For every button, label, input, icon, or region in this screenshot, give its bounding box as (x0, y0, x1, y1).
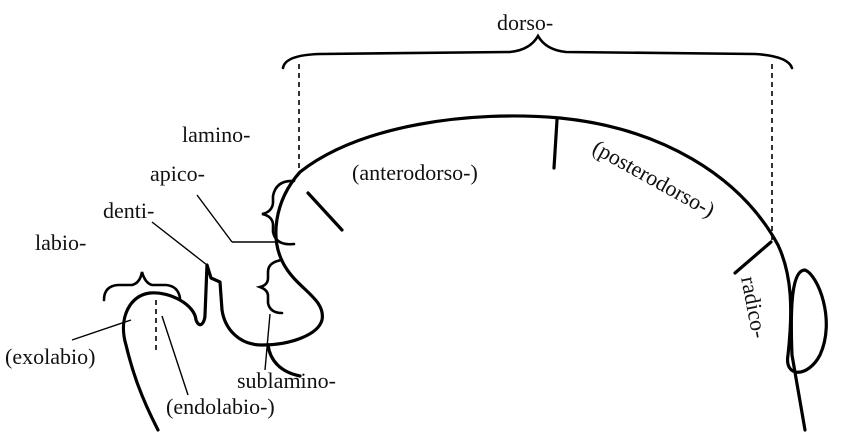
dorso-brace (283, 36, 792, 68)
label-apico: apico- (150, 161, 205, 186)
endolabio-leader (162, 316, 188, 395)
label-posterodorso: (posterodorso-) (589, 135, 720, 223)
label-exolabio: (exolabio) (5, 344, 95, 369)
label-denti: denti- (103, 198, 154, 223)
sublamino-leader (265, 314, 270, 370)
apico-leader (197, 195, 232, 242)
label-labio: labio- (35, 230, 86, 255)
sublamino-brace (260, 260, 282, 313)
anterodorso-end-tick (554, 120, 557, 168)
label-radico: radico- (736, 274, 772, 340)
anterodorso-start-tick (308, 193, 342, 230)
label-sublamino: sublamino- (237, 368, 336, 393)
radico-start-tick (735, 242, 771, 273)
denti-leader (152, 222, 207, 265)
label-endolabio: (endolabio-) (166, 394, 275, 419)
label-anterodorso: (anterodorso-) (352, 160, 478, 185)
label-dorso: dorso- (497, 10, 553, 35)
label-lamino: lamino- (182, 122, 250, 147)
